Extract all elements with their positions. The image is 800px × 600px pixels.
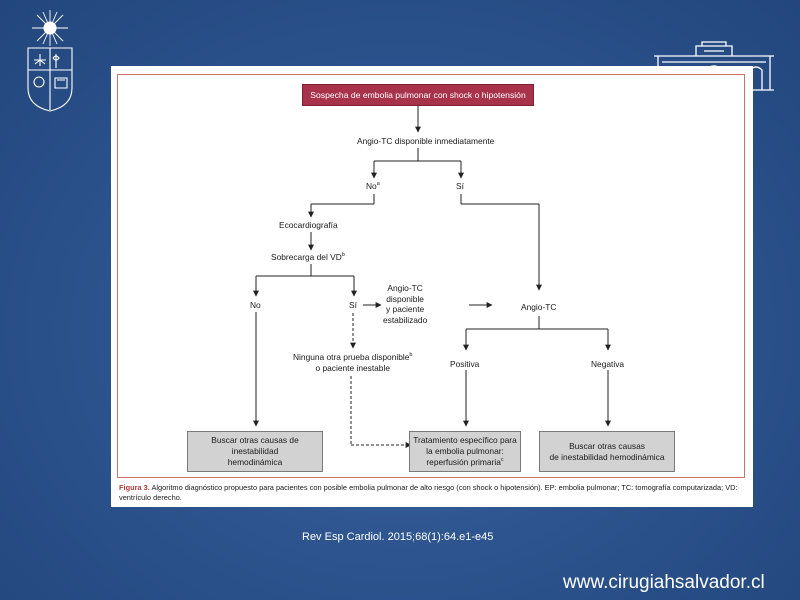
node-echocardiography-label: Ecocardiografía (279, 220, 338, 230)
figure-caption-text: Algoritmo diagnóstico propuesto para pac… (119, 483, 738, 502)
website-url: www.cirugiahsalvador.cl (563, 572, 765, 593)
node-positive: Positiva (450, 359, 479, 370)
figure-caption: Figura 3. Algoritmo diagnóstico propuest… (119, 483, 743, 502)
university-crest-logo (27, 10, 73, 112)
node-no: Noa (366, 181, 380, 192)
footnote-b-2: b (409, 352, 413, 359)
box-left-line-1: Buscar otras causas de inestabilidad (211, 435, 299, 457)
footnote-b: b (341, 252, 345, 259)
node-negative: Negativa (591, 359, 624, 370)
node-no-2-label: No (250, 300, 261, 310)
diagnostic-algorithm-figure: Sospecha de embolia pulmonar con shock o… (111, 66, 753, 507)
start-box-suspected-pe: Sospecha de embolia pulmonar con shock o… (302, 84, 534, 106)
box-other-causes-left: Buscar otras causas de inestabilidad hem… (187, 431, 323, 472)
node-echocardiography: Ecocardiografía (279, 220, 338, 231)
start-box-label: Sospecha de embolia pulmonar con shock o… (310, 90, 526, 100)
node-angio-tc: Angio-TC (521, 302, 556, 313)
node-positive-label: Positiva (450, 359, 480, 369)
box-other-causes-right: Buscar otras causas de inestabilidad hem… (539, 431, 675, 472)
node-si: Sí (456, 181, 464, 192)
angio-stabilized-line-4: estabilizado (383, 314, 428, 325)
angio-stabilized-line-3: y paciente (386, 304, 425, 314)
box-left-line-2: hemodinámica (227, 456, 283, 467)
footnote-a: a (376, 181, 380, 188)
box-specific-treatment: Tratamiento específico para la embolia p… (409, 431, 521, 472)
node-angio-tc-label: Angio-TC (521, 302, 557, 312)
node-negative-label: Negativa (591, 359, 625, 369)
angio-stabilized-line-1: Angio-TC (387, 283, 423, 293)
figure-frame (117, 74, 745, 478)
angio-stabilized-line-2: disponible (386, 293, 424, 304)
footnote-c: c (500, 457, 504, 464)
node-angio-available: Angio-TC disponible inmediatamente (357, 136, 494, 147)
caption-cutoff (111, 502, 753, 507)
citation-reference: Rev Esp Cardiol. 2015;68(1):64.e1-e45 (302, 531, 494, 543)
box-mid-line-2: la embolia pulmonar: (426, 446, 504, 457)
node-si-label: Sí (456, 181, 464, 191)
no-other-test-line-1: Ninguna otra prueba disponible (293, 352, 410, 362)
node-si-2-label: Sí (349, 300, 357, 310)
node-no-other-test: Ninguna otra prueba disponibleb o pacien… (293, 352, 412, 373)
node-rv-overload: Sobrecarga del VDb (271, 252, 345, 263)
no-other-test-line-2: o paciente inestable (315, 362, 390, 373)
node-angio-stabilized: Angio-TC disponible y paciente estabiliz… (383, 283, 427, 325)
node-angio-available-label: Angio-TC disponible inmediatamente (357, 136, 495, 146)
box-mid-line-1: Tratamiento específico para (413, 435, 517, 446)
node-rv-overload-label: Sobrecarga del VD (271, 252, 342, 262)
flowchart-connectors (253, 106, 611, 448)
box-right-line-1: Buscar otras causas (569, 440, 645, 451)
node-no-label: No (366, 181, 377, 191)
node-no-2: No (250, 300, 261, 311)
node-si-2: Sí (349, 300, 357, 311)
box-mid-line-3: reperfusión primaria (426, 456, 501, 467)
figure-caption-label: Figura 3. (119, 483, 150, 492)
box-right-line-2: de inestabilidad hemodinámica (549, 451, 665, 462)
